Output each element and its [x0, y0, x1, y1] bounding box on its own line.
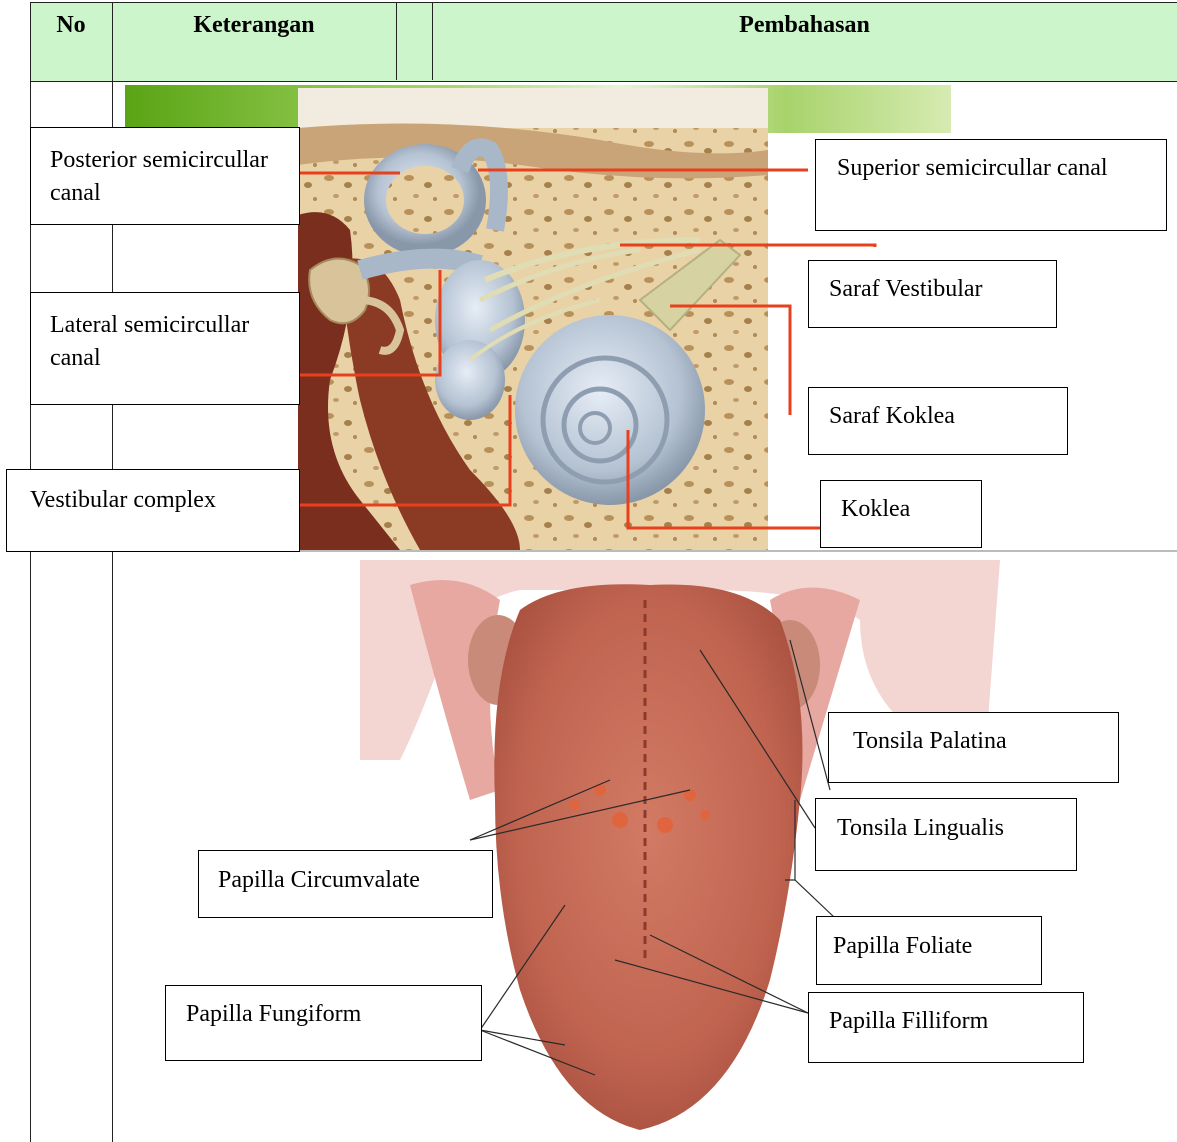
label-papilla-circumvalate: Papilla Circumvalate	[198, 850, 493, 918]
label-papilla-filliform: Papilla Filliform	[808, 992, 1084, 1063]
label-tonsila-lingualis: Tonsila Lingualis	[815, 798, 1077, 871]
label-superior-semicircular-canal: Superior semicircullar canal	[815, 139, 1167, 231]
label-vestibular-complex: Vestibular complex	[6, 469, 300, 552]
label-papilla-foliate: Papilla Foliate	[816, 916, 1042, 985]
label-lateral-semicircular-canal: Lateral semicircullar canal	[30, 292, 300, 405]
label-papilla-fungiform: Papilla Fungiform	[165, 985, 482, 1061]
label-saraf-vestibular: Saraf Vestibular	[808, 260, 1057, 328]
label-saraf-koklea: Saraf Koklea	[808, 387, 1068, 455]
label-posterior-semicircular-canal: Posterior semicircullar canal	[30, 127, 300, 225]
label-koklea: Koklea	[820, 480, 982, 548]
label-tonsila-palatina: Tonsila Palatina	[828, 712, 1119, 783]
